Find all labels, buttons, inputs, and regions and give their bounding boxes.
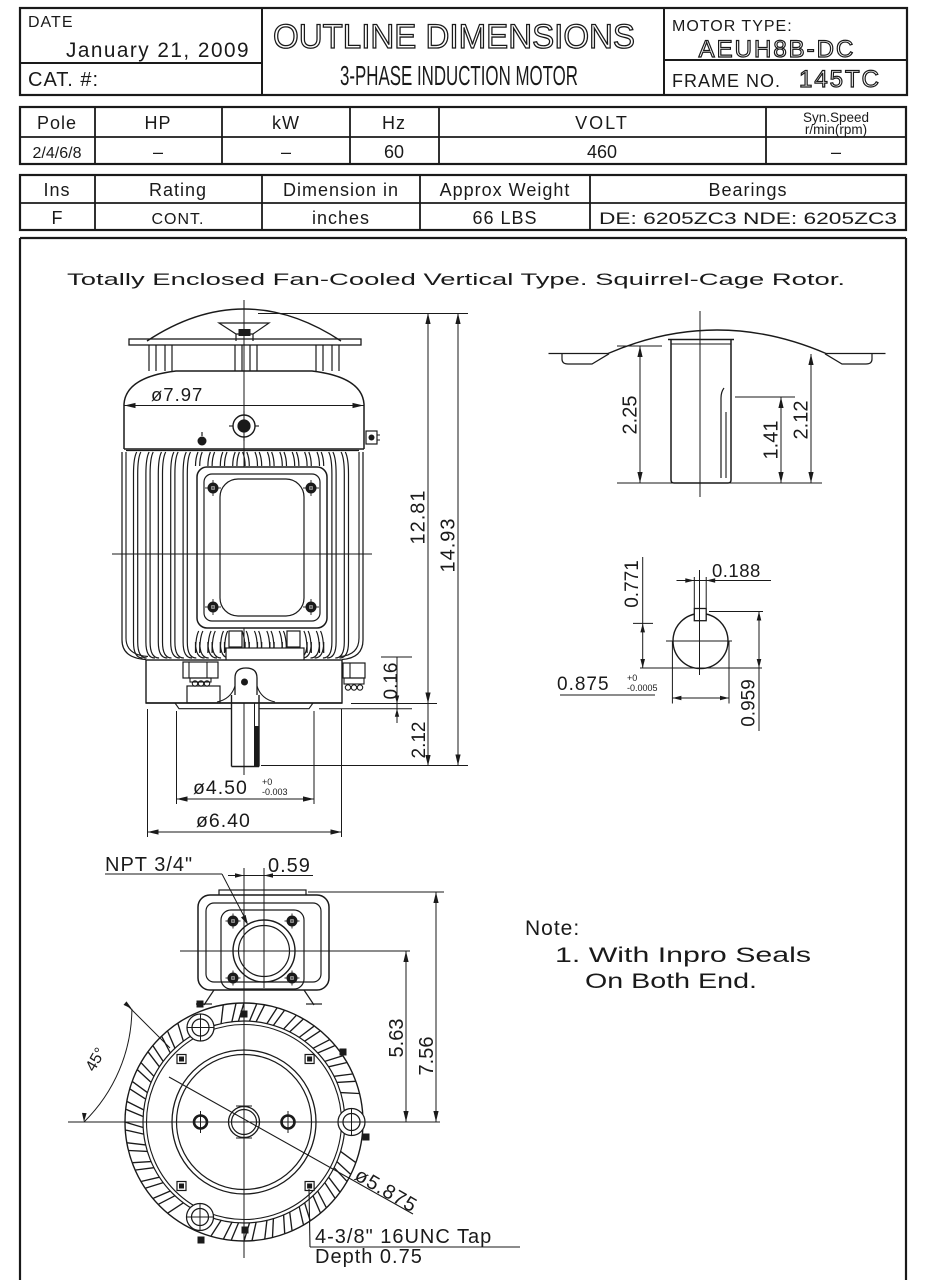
svg-text:Bearings: Bearings: [708, 180, 787, 200]
svg-text:AEUH8B-DC: AEUH8B-DC: [699, 36, 856, 63]
svg-text:Note:: Note:: [525, 917, 580, 940]
svg-text:Depth 0.75: Depth 0.75: [315, 1246, 423, 1268]
svg-text:ø6.40: ø6.40: [196, 810, 251, 832]
svg-text:+0: +0: [262, 777, 272, 787]
svg-text:2.25: 2.25: [620, 396, 642, 435]
svg-text:MOTOR TYPE:: MOTOR TYPE:: [672, 18, 793, 35]
svg-text:FRAME NO.: FRAME NO.: [672, 71, 781, 91]
svg-text:0.16: 0.16: [381, 663, 402, 700]
svg-text:2.12: 2.12: [409, 722, 430, 759]
svg-text:12.81: 12.81: [408, 489, 430, 544]
svg-text:inches: inches: [312, 208, 370, 228]
svg-text:Hz: Hz: [382, 113, 406, 133]
svg-text:kW: kW: [272, 113, 300, 133]
svg-text:60: 60: [384, 142, 404, 162]
svg-text:HP: HP: [144, 113, 171, 133]
svg-text:460: 460: [587, 142, 617, 162]
svg-text:ø7.97: ø7.97: [151, 384, 203, 405]
svg-text:Totally Enclosed Fan-Cooled Ve: Totally Enclosed Fan-Cooled Vertical Typ…: [67, 270, 845, 289]
svg-text:0.875: 0.875: [557, 674, 610, 695]
svg-text:-0.003: -0.003: [262, 787, 288, 797]
svg-text:Approx Weight: Approx Weight: [440, 180, 571, 200]
svg-text:Dimension in: Dimension in: [283, 180, 399, 200]
svg-text:Syn.Speed: Syn.Speed: [803, 110, 869, 125]
svg-text:DATE: DATE: [28, 14, 73, 31]
svg-text:1.41: 1.41: [761, 421, 783, 460]
svg-text:Rating: Rating: [149, 180, 207, 200]
svg-text:3-PHASE INDUCTION MOTOR: 3-PHASE INDUCTION MOTOR: [340, 60, 578, 91]
svg-text:5.63: 5.63: [386, 1019, 408, 1058]
svg-text:–: –: [153, 142, 163, 162]
svg-text:On Both End.: On Both End.: [585, 970, 757, 993]
svg-text:0.59: 0.59: [268, 855, 311, 877]
svg-text:+0: +0: [627, 673, 637, 683]
svg-text:7.56: 7.56: [416, 1037, 438, 1076]
svg-text:ø4.50: ø4.50: [193, 777, 248, 799]
svg-text:CAT. #:: CAT. #:: [28, 69, 99, 91]
svg-text:0.771: 0.771: [622, 560, 643, 608]
svg-text:–: –: [281, 142, 291, 162]
svg-text:OUTLINE DIMENSIONS: OUTLINE DIMENSIONS: [273, 18, 635, 56]
svg-text:145TC: 145TC: [799, 66, 881, 93]
svg-text:-0.0005: -0.0005: [627, 683, 658, 693]
svg-text:66 LBS: 66 LBS: [472, 208, 537, 228]
svg-text:F: F: [52, 208, 63, 228]
svg-text:Pole: Pole: [37, 113, 77, 133]
svg-text:VOLT: VOLT: [575, 113, 629, 133]
svg-text:1. With Inpro Seals: 1. With Inpro Seals: [555, 944, 811, 967]
svg-text:CONT.: CONT.: [152, 211, 205, 228]
svg-text:–: –: [831, 142, 841, 162]
svg-text:2.12: 2.12: [791, 401, 813, 440]
svg-text:4-3/8ʺ 16UNC Tap: 4-3/8ʺ 16UNC Tap: [315, 1226, 492, 1248]
svg-text:January 21, 2009: January 21, 2009: [66, 39, 250, 62]
svg-text:2/4/6/8: 2/4/6/8: [33, 145, 82, 162]
svg-text:0.959: 0.959: [739, 679, 760, 727]
svg-text:14.93: 14.93: [438, 517, 460, 572]
svg-text:r/min(rpm): r/min(rpm): [805, 122, 867, 137]
svg-text:DE: 6205ZC3 NDE: 6205ZC3: DE: 6205ZC3 NDE: 6205ZC3: [599, 210, 897, 228]
svg-text:0.188: 0.188: [712, 560, 761, 581]
svg-text:NPT 3/4ʺ: NPT 3/4ʺ: [105, 854, 193, 876]
svg-text:Ins: Ins: [43, 180, 70, 200]
